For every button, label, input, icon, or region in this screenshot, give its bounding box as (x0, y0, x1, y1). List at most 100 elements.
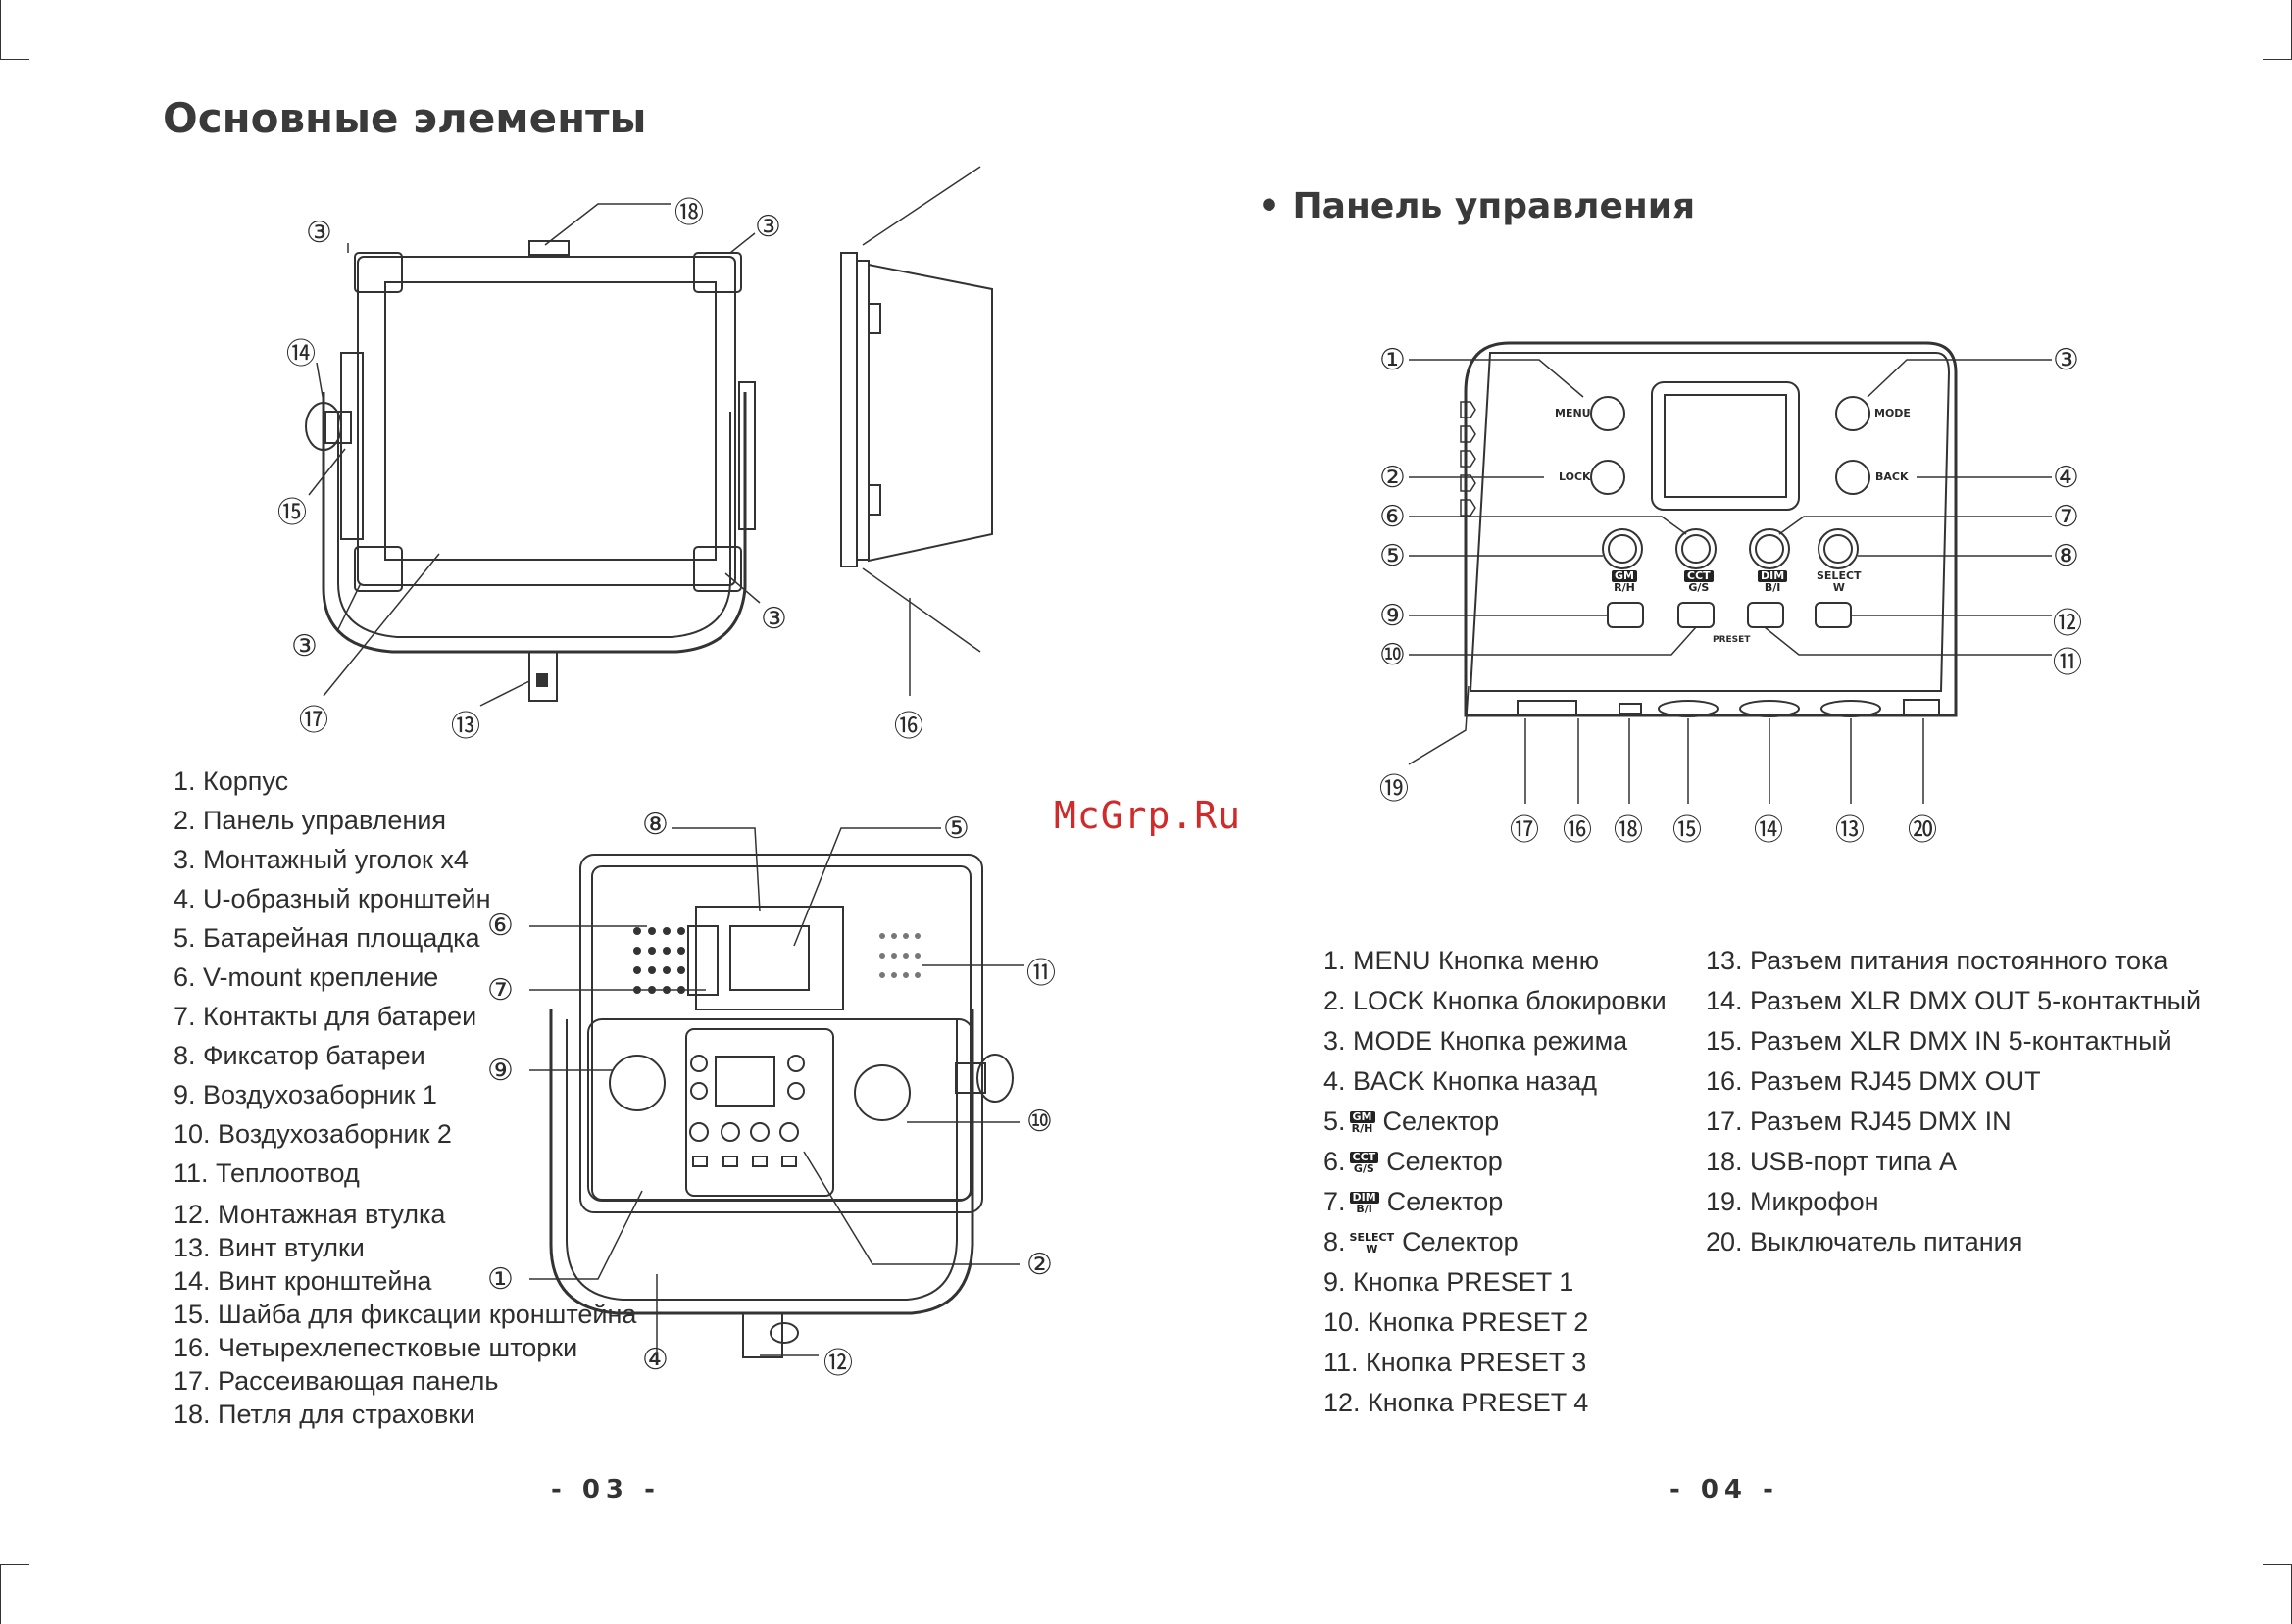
callout-5: ⑤ (1379, 539, 1406, 573)
callout-14: ⑭ (286, 337, 316, 371)
callout-17: ⑰ (299, 704, 328, 738)
list-item: 5. Батарейная площадка (174, 923, 480, 953)
callout-11: ⑪ (2053, 646, 2082, 680)
callout-7: ⑦ (2053, 500, 2079, 534)
list-item: 18. USB-порт типа A (1706, 1147, 1958, 1176)
callout-19: ⑲ (1379, 772, 1409, 807)
callout-10: ⑩ (1379, 638, 1406, 672)
list-item: 10. Воздухозаборник 2 (174, 1119, 452, 1149)
list-item: 11. Кнопка PRESET 3 (1323, 1348, 1587, 1377)
list-item: 18. Петля для страховки (174, 1400, 475, 1429)
list-item: 16. Разъем RJ45 DMX OUT (1706, 1066, 2041, 1096)
list-item: 1. Корпус (174, 766, 289, 796)
panel-section-title: • Панель управления (1258, 186, 1696, 226)
rear-view-diagram (529, 827, 1024, 1358)
callout-6: ⑥ (487, 909, 514, 943)
lock-label: LOCK (1559, 470, 1591, 483)
watermark: McGrp.Ru (1054, 794, 1242, 837)
crop-mark (2263, 59, 2292, 60)
callout-10: ⑩ (1026, 1105, 1053, 1139)
list-item: 14. Винт кронштейна (174, 1266, 432, 1296)
callout-12: ⑫ (823, 1347, 853, 1381)
callout-9: ⑨ (487, 1054, 514, 1088)
callout-3: ③ (291, 629, 318, 664)
callout-1: ① (1379, 343, 1406, 377)
list-item: 12. Монтажная втулка (174, 1200, 446, 1229)
list-item: 13. Винт втулки (174, 1233, 365, 1262)
crop-mark (0, 0, 1, 59)
list-item: 4. U-образный кронштейн (174, 884, 491, 913)
list-item: 14. Разъем XLR DMX OUT 5-контактный (1706, 986, 2202, 1015)
list-item: 9. Воздухозаборник 1 (174, 1080, 437, 1109)
control-panel-diagram (1408, 341, 2052, 804)
callout-16: ⑯ (894, 710, 923, 744)
list-item: 3. Монтажный уголок х4 (174, 845, 469, 874)
crop-mark (0, 1565, 1, 1624)
callout-2: ② (1026, 1248, 1053, 1282)
list-item: 11. Теплоотвод (174, 1158, 360, 1188)
list-item: 15. Шайба для фиксации кронштейна (174, 1300, 637, 1329)
list-item: 20. Выключатель питания (1706, 1227, 2023, 1256)
list-item: 1. MENU Кнопка меню (1323, 946, 1599, 975)
callout-20: ⑳ (1908, 813, 1937, 848)
callout-13: ⑬ (1835, 813, 1865, 848)
page-number-right: - 04 - (1669, 1475, 1779, 1504)
callout-14: ⑭ (1754, 813, 1783, 848)
callout-13: ⑬ (451, 710, 480, 744)
callout-3: ③ (755, 210, 781, 244)
callout-3: ③ (761, 602, 787, 636)
list-item: 10. Кнопка PRESET 2 (1323, 1307, 1589, 1337)
list-item: 3. MODE Кнопка режима (1323, 1026, 1628, 1056)
list-item: 9. Кнопка PRESET 1 (1323, 1267, 1574, 1297)
list-item: 16. Четырехлепестковые шторки (174, 1333, 578, 1362)
callout-12: ⑫ (2053, 607, 2082, 641)
callout-3: ③ (2053, 343, 2079, 377)
callout-7: ⑦ (487, 973, 514, 1008)
list-item: 17. Разъем RJ45 DMX IN (1706, 1107, 2012, 1136)
callout-5: ⑤ (943, 812, 970, 846)
callout-8: ⑧ (642, 808, 669, 842)
crop-mark (0, 59, 29, 60)
callout-15: ⑮ (1672, 813, 1702, 848)
mode-label: MODE (1874, 407, 1911, 419)
list-item: 4. BACK Кнопка назад (1323, 1066, 1598, 1096)
back-label: BACK (1875, 470, 1909, 483)
crop-mark (0, 1564, 29, 1565)
callout-17: ⑰ (1510, 813, 1539, 848)
callout-3: ③ (306, 216, 332, 250)
list-item: 7. Контакты для батареи (174, 1002, 477, 1031)
callout-18: ⑱ (1614, 813, 1643, 848)
callout-9: ⑨ (1379, 599, 1406, 633)
list-item: 12. Кнопка PRESET 4 (1323, 1388, 1589, 1417)
callout-4: ④ (642, 1343, 669, 1377)
page-number-left: - 03 - (551, 1475, 661, 1504)
callout-2: ② (1379, 461, 1406, 495)
list-item: 13. Разъем питания постоянного тока (1706, 946, 2168, 975)
crop-mark (2263, 1564, 2292, 1565)
callout-6: ⑥ (1379, 500, 1406, 534)
callout-1: ① (487, 1262, 514, 1297)
list-item: 2. Панель управления (174, 806, 447, 835)
callout-18: ⑱ (674, 196, 704, 230)
list-item: 8. Фиксатор батареи (174, 1041, 425, 1070)
callout-15: ⑮ (277, 496, 307, 530)
page-title: Основные элементы (163, 94, 647, 142)
callout-8: ⑧ (2053, 539, 2079, 573)
list-item: 2. LOCK Кнопка блокировки (1323, 986, 1667, 1015)
callout-11: ⑪ (1026, 957, 1056, 991)
list-item: 19. Микрофон (1706, 1187, 1879, 1216)
front-view-diagram (305, 166, 993, 707)
preset-label: PRESET (1713, 635, 1751, 645)
list-item: 15. Разъем XLR DMX IN 5-контактный (1706, 1026, 2172, 1056)
